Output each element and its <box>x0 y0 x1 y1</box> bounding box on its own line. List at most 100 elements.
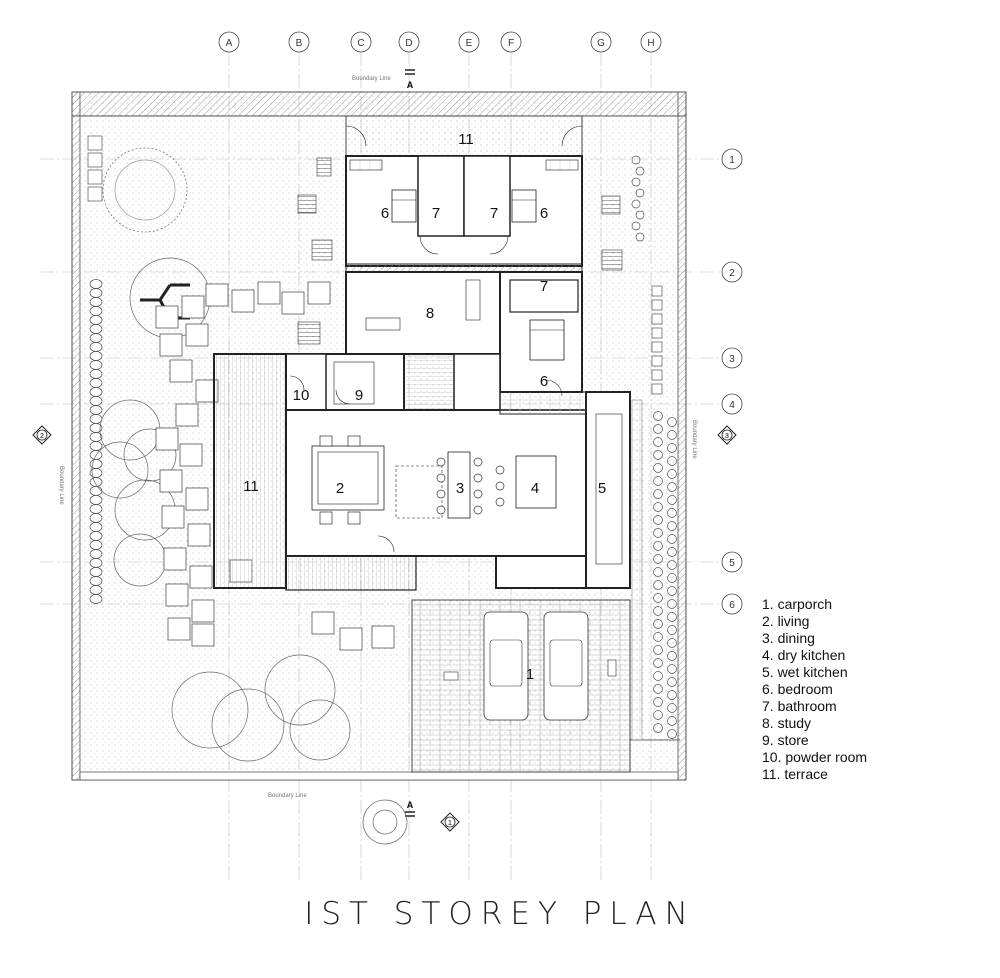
grid-col-h-label: H <box>647 38 654 49</box>
hedge-shrub <box>89 558 103 568</box>
stepping-stones <box>155 281 395 651</box>
grid-row-6-marker: 6 <box>721 593 743 615</box>
shrub <box>667 703 677 713</box>
stepping-stone <box>339 627 363 651</box>
hedge-shrub <box>89 585 103 595</box>
room-legend: 1. carporch 2. living 3. dining 4. dry k… <box>762 596 867 783</box>
legend-item: 3. dining <box>762 630 815 646</box>
grid-col-g-label: G <box>597 38 605 49</box>
hedge-shrub <box>89 441 103 451</box>
grid-row-markers: 1 2 3 4 5 6 <box>721 148 743 615</box>
legend-item: 11. terrace <box>762 766 828 782</box>
section-marker-top-label: A <box>407 80 414 90</box>
legend-item: 5. wet kitchen <box>762 664 848 680</box>
shrub <box>667 612 677 622</box>
grid-column-markers: A B C D E F G H <box>218 31 662 53</box>
hedge-shrub <box>89 369 103 379</box>
room-label-bedroom-a: 6 <box>381 205 389 222</box>
side-path <box>631 399 643 741</box>
shrub <box>667 430 677 440</box>
stepping-stone <box>281 291 305 315</box>
stepping-stone <box>231 289 255 313</box>
shrub <box>635 210 645 220</box>
stepping-stone <box>307 281 331 305</box>
shrub <box>667 677 677 687</box>
hedge-shrub <box>89 594 103 604</box>
shrub <box>667 729 677 739</box>
stepping-stone <box>205 283 229 307</box>
shrub <box>667 547 677 557</box>
shrub <box>653 606 663 616</box>
shrub <box>653 424 663 434</box>
shrub <box>653 554 663 564</box>
terrace-bottom-deck <box>285 555 417 591</box>
shrub <box>667 495 677 505</box>
shrub <box>653 658 663 668</box>
grid-row-5-label: 5 <box>729 558 735 569</box>
shrub <box>667 508 677 518</box>
shrub <box>653 619 663 629</box>
shrub <box>653 528 663 538</box>
grid-row-2-label: 2 <box>729 268 735 279</box>
shrub <box>653 645 663 655</box>
grid-col-d-marker: D <box>398 31 420 53</box>
stepping-stone <box>311 611 335 635</box>
grid-row-3-marker: 3 <box>721 347 743 369</box>
grid-row-2-marker: 2 <box>721 261 743 283</box>
grid-row-3-label: 3 <box>729 354 735 365</box>
shrub <box>667 664 677 674</box>
shrub <box>667 599 677 609</box>
grid-col-e-marker: E <box>458 31 480 53</box>
hedge-shrub <box>89 396 103 406</box>
room-label-wet-kitchen: 5 <box>598 480 606 497</box>
grid-col-e-label: E <box>466 38 473 49</box>
hedge-shrub <box>89 405 103 415</box>
grid-col-c-marker: C <box>350 31 372 53</box>
shrub <box>667 651 677 661</box>
stepping-stone <box>181 295 205 319</box>
room-label-bathroom-b: 7 <box>490 205 498 222</box>
shrub <box>653 502 663 512</box>
hedge-shrub <box>89 279 103 289</box>
hedge-shrub <box>89 486 103 496</box>
shrub <box>667 573 677 583</box>
shrub <box>653 593 663 603</box>
stepping-stone <box>167 617 191 641</box>
grid-row-1-label: 1 <box>729 155 735 166</box>
grid-col-d-label: D <box>405 38 412 49</box>
shrub <box>667 534 677 544</box>
shrub <box>635 166 645 176</box>
shrub <box>653 697 663 707</box>
shrub <box>653 710 663 720</box>
grid-row-5-marker: 5 <box>721 551 743 573</box>
grid-col-h-marker: H <box>640 31 662 53</box>
shrub <box>653 411 663 421</box>
hedge-shrub <box>89 360 103 370</box>
shrub <box>667 716 677 726</box>
stepping-stone <box>189 565 213 589</box>
hedge-shrub <box>89 504 103 514</box>
legend-item: 7. bathroom <box>762 698 837 714</box>
room-label-study: 8 <box>426 305 434 322</box>
shrub <box>667 625 677 635</box>
hedge-shrub <box>89 549 103 559</box>
stepping-stone <box>163 547 187 571</box>
shrub <box>635 232 645 242</box>
shrub <box>653 671 663 681</box>
hedge-shrub <box>89 324 103 334</box>
stepping-stone <box>185 487 209 511</box>
stepping-stone <box>161 505 185 529</box>
boundary-label-bottom: Boundary Line <box>268 793 307 799</box>
hedge-shrub <box>89 333 103 343</box>
room-label-living: 2 <box>336 480 344 497</box>
elevation-marker-1: 1 <box>440 812 460 832</box>
legend-item: 1. carporch <box>762 596 833 612</box>
elevation-marker-3: 3 <box>717 425 737 445</box>
boundary-label-right: Boundary Line <box>691 420 697 459</box>
stepping-stone <box>155 427 179 451</box>
stepping-stone <box>159 469 183 493</box>
shrub <box>667 638 677 648</box>
shrub <box>631 199 641 209</box>
boundary-label-top: Boundary Line <box>352 76 391 82</box>
